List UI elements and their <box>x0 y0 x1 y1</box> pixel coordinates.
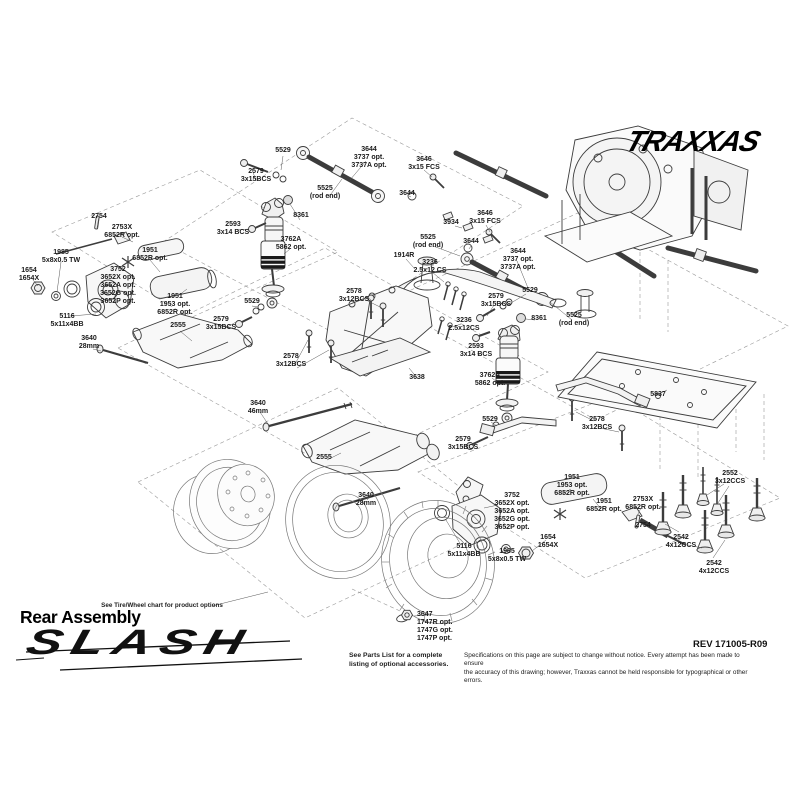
left-driveline-drawing <box>30 215 217 319</box>
part-label-3640-28-b: 3640 28mm <box>355 492 377 508</box>
part-label-3638: 3638 <box>409 374 425 381</box>
part-label-3934: 3934 <box>443 219 459 226</box>
part-label-2555-b: 2555 <box>316 454 332 461</box>
part-label-5529: 5529 <box>275 147 291 154</box>
part-label-5525: 5525 (rod end) <box>309 185 341 201</box>
part-label-2753X: 2753X 6852R opt. <box>104 224 140 240</box>
part-label-1951: 1951 6852R opt. <box>132 247 168 263</box>
slash-logo: SLASH <box>22 623 257 663</box>
part-label-5529-d: 5529 <box>482 416 498 423</box>
lug-nut-drawing <box>396 609 414 623</box>
page-title: Rear Assembly <box>20 607 141 627</box>
part-label-1985-b: 1985 5x8x0.5 TW <box>487 548 527 564</box>
part-label-5116: 5116 5x11x4BB <box>50 313 84 329</box>
shock-tower-drawing <box>325 285 433 377</box>
parts-list-note: See Parts List for a complete listing of… <box>349 652 449 669</box>
part-label-2578-b: 2578 3x12BCS <box>275 353 307 369</box>
transmission-drawing <box>453 125 759 279</box>
part-label-2542: 2542 4x12CCS <box>665 534 697 550</box>
part-label-3752-b: 3752 3652X opt. 3652A opt. 3652G opt. 36… <box>494 492 530 532</box>
part-label-3762A-b: 3762A 5862 opt. <box>474 372 506 388</box>
part-label-3644-3737-b: 3644 3737 opt. 3737A opt. <box>500 248 536 272</box>
part-label-5529-c: 5529 <box>522 287 538 294</box>
part-label-2555: 2555 <box>170 322 186 329</box>
part-label-2753X-b: 2753X 6852R opt. <box>625 496 661 512</box>
wheels-drawing <box>173 459 496 624</box>
part-label-5529-b: 5529 <box>244 298 260 305</box>
bulkhead-brace-drawing <box>395 211 597 341</box>
part-label-1951-d: 1951 6852R opt. <box>586 498 622 514</box>
part-label-1951-opt: 1951 1953 opt. 6852R opt. <box>157 293 193 317</box>
part-label-3646: 3646 3x15 FCS <box>408 156 440 172</box>
part-label-1951-c: 1951 1953 opt. 6852R opt. <box>554 474 590 498</box>
left-arm-drawing <box>96 313 253 369</box>
part-label-3646-b: 3646 3x15 FCS <box>469 210 501 226</box>
part-label-2542-b: 2542 4x12CCS <box>698 560 730 576</box>
part-label-5525-b: 5525 (rod end) <box>412 234 444 250</box>
part-label-2578: 2578 3x12BCS <box>338 288 370 304</box>
part-label-1914R: 1914R <box>393 252 415 259</box>
leader-lines <box>32 155 730 617</box>
part-label-3752: 3752 3652X opt. 3652A opt. 3652G opt. 36… <box>100 266 136 306</box>
part-label-2579: 2579 3x15BCS <box>240 168 272 184</box>
part-label-2579-d: 2579 3x15BCS <box>447 436 479 452</box>
part-label-3647: 3647 1747R opt. 1747G opt. 1747P opt. <box>417 611 453 643</box>
part-label-2754: 2754 <box>91 213 107 220</box>
skid-plate-drawing <box>479 351 757 437</box>
part-label-8361: 8361 <box>293 212 309 219</box>
toe-link-left-drawing <box>240 146 385 203</box>
part-label-2578-c: 2578 3x12BCS <box>581 416 613 432</box>
part-label-1654-b: 1654 1654X <box>537 534 559 550</box>
part-label-5525-c: 5525 (rod end) <box>558 312 590 328</box>
part-label-3640-28: 3640 28mm <box>78 335 100 351</box>
part-label-2552: 2552 3x12CCS <box>714 470 746 486</box>
part-label-5837: 5837 <box>650 391 666 398</box>
part-label-3236-b: 3236 2.5x12CS <box>448 317 480 333</box>
tire-wheel-note: See Tire/Wheel chart for product options <box>101 602 223 609</box>
part-label-8361-b: 8361 <box>531 315 547 322</box>
part-label-2754-b: 2754 <box>635 522 651 529</box>
part-label-1654: 1654 1654X <box>18 267 40 283</box>
traxxas-logo: TRAXXAS <box>621 126 764 158</box>
part-label-3644-3737: 3644 3737 opt. 3737A opt. <box>351 146 387 170</box>
slash-logo-streaks <box>15 640 303 671</box>
part-label-3644-b: 3644 <box>463 238 479 245</box>
part-label-3640-46: 3640 46mm <box>247 400 269 416</box>
countersunk-screws-drawing <box>654 467 766 554</box>
part-label-2579-b: 2579 3x15BCS <box>205 316 237 332</box>
right-driveline-drawing <box>434 473 687 560</box>
part-label-1985: 1985 5x8x0.5 TW <box>41 249 81 265</box>
part-label-3762A: 3762A 5862 opt. <box>275 236 307 252</box>
part-label-5116-b: 5116 5x11x4BB <box>447 543 481 559</box>
left-shock-drawing <box>235 195 293 328</box>
part-label-3644: 3644 <box>399 190 415 197</box>
part-label-3236: 3236 2.5x12 CS <box>413 259 447 275</box>
part-label-2593: 2593 3x14 BCS <box>216 221 250 237</box>
part-label-2593-b: 2593 3x14 BCS <box>459 343 493 359</box>
part-label-2579-c: 2579 3x15BCS <box>480 293 512 309</box>
revision-number: REV 171005-R09 <box>693 639 768 650</box>
disclaimer-text: Specifications on this page are subject … <box>464 652 748 684</box>
